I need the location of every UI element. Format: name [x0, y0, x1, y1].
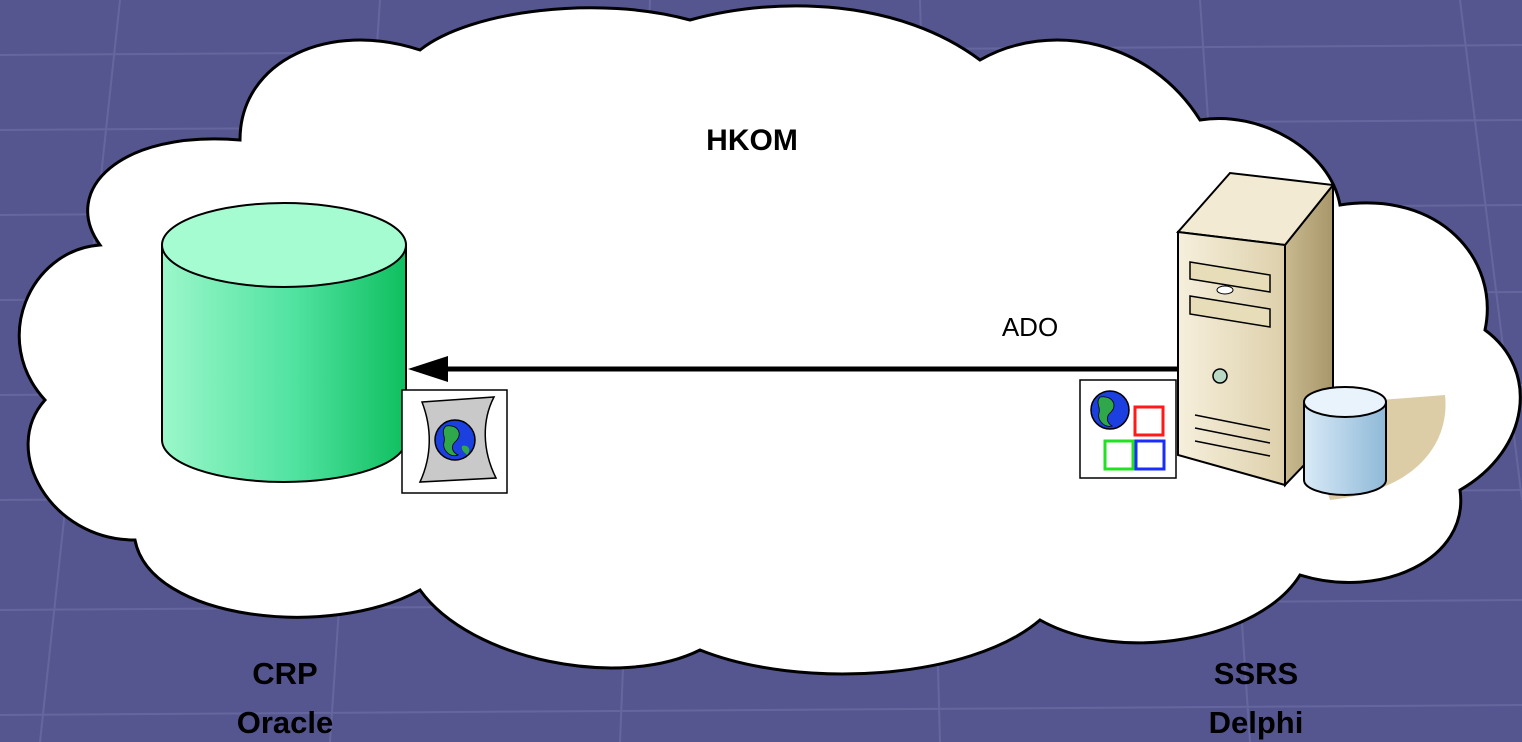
globe-app-icon: [1079, 379, 1177, 479]
connection-label: ADO: [1002, 312, 1058, 342]
right-node-label-line1: SSRS: [1214, 656, 1298, 691]
left-node-label-line2: Oracle: [237, 705, 334, 740]
right-node-label-line2: Delphi: [1209, 705, 1304, 740]
network-cloud: [17, 4, 1522, 676]
cloud-title: HKOM: [706, 124, 798, 157]
globe-map-icon: [401, 389, 508, 494]
database-cylinder-icon: [161, 202, 407, 483]
ado-connection-arrow: [408, 356, 1183, 382]
server-tower-icon: [1175, 171, 1446, 500]
left-node-label-line1: CRP: [252, 656, 317, 691]
